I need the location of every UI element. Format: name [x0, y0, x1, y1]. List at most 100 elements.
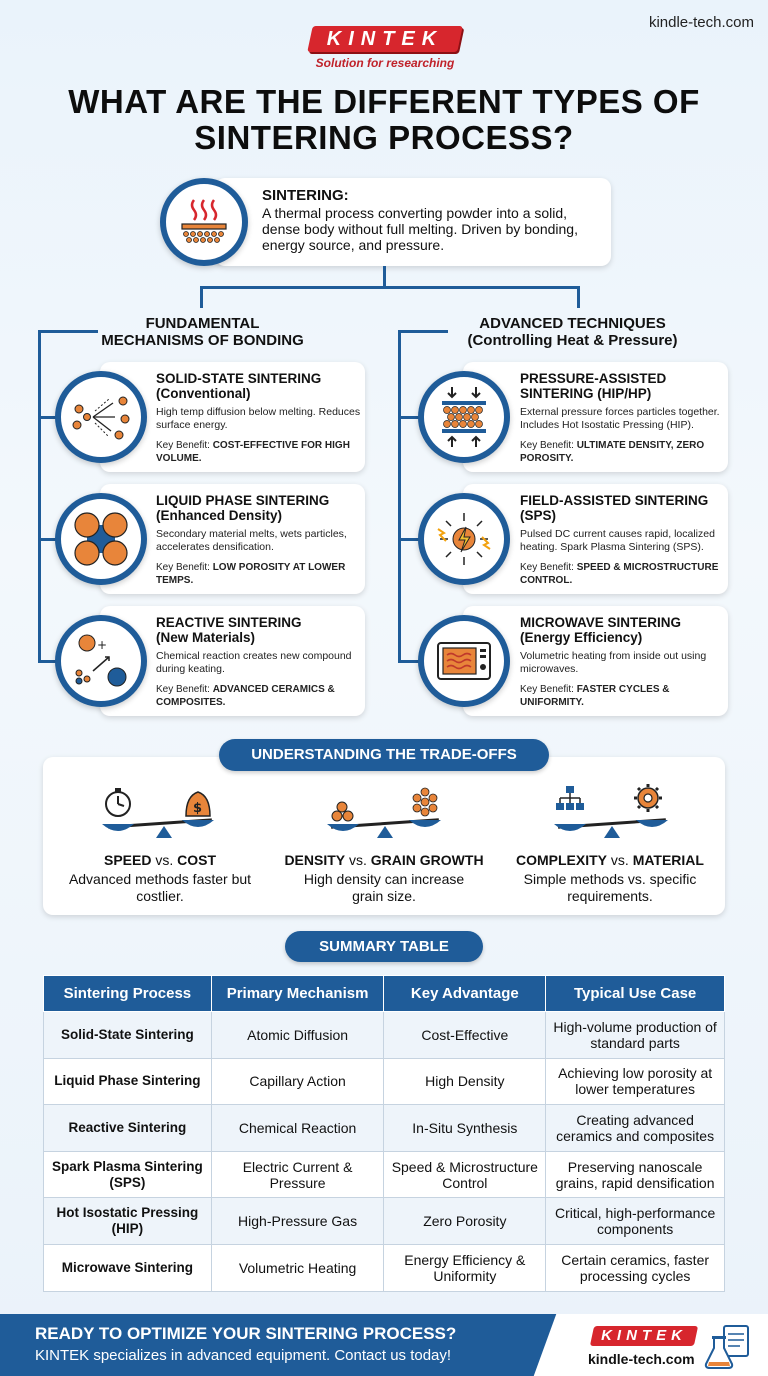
table-cell: Cost-Effective — [383, 1011, 547, 1059]
table-row: Solid-State Sintering Atomic Diffusion C… — [43, 1011, 725, 1059]
summary-table: Sintering Process Primary Mechanism Key … — [43, 975, 725, 1292]
table-cell: Zero Porosity — [383, 1197, 547, 1245]
page-title: WHAT ARE THE DIFFERENT TYPES OF SINTERIN… — [68, 83, 700, 156]
card-description: Volumetric heating from inside out using… — [520, 650, 707, 675]
hero-description: A thermal process converting powder into… — [262, 205, 578, 253]
tradeoff-heading: SPEED vs. COST — [60, 852, 260, 868]
card-title-sub: (New Materials) — [156, 630, 256, 645]
hero-card — [215, 178, 611, 266]
tradeoff-heading: COMPLEXITY vs. MATERIAL — [505, 852, 715, 868]
card-title-main: REACTIVE SINTERING — [156, 615, 302, 630]
tree-connector — [38, 538, 60, 541]
tradeoff-left: COMPLEXITY — [516, 852, 608, 868]
right-heading-line2: (Controlling Heat & Pressure) — [467, 332, 678, 349]
table-cell: Critical, high-performance components — [545, 1197, 725, 1245]
tradeoff-right: COST — [177, 852, 217, 868]
tree-connector — [398, 416, 420, 419]
pressure-press-icon — [418, 371, 510, 463]
left-heading-line1: FUNDAMENTAL — [145, 315, 260, 332]
tradeoff-description: High density can increase grain size. — [303, 871, 465, 904]
svg-text:$: $ — [193, 801, 202, 816]
tradeoff-right: GRAIN GROWTH — [370, 852, 484, 868]
benefit-value: ADVANCED CERAMICS & COMPOSITES. — [156, 684, 335, 708]
footer-subtext: KINTEK specializes in advanced equipment… — [35, 1347, 452, 1364]
benefit-value: SPEED & MICROSTRUCTURE CONTROL. — [520, 562, 719, 586]
column-header: Sintering Process — [43, 975, 212, 1012]
logo-text: KINTEK — [326, 28, 444, 50]
card-description: Pulsed DC current causes rapid, localize… — [520, 528, 715, 553]
grain-scale-icon — [325, 778, 445, 848]
table-cell: Capillary Action — [210, 1057, 385, 1106]
table-cell: Atomic Diffusion — [210, 1011, 385, 1059]
benefit-label: Key Benefit: — [156, 562, 213, 573]
hierarchy-gear-scale-icon — [552, 778, 672, 848]
card-title: FIELD-ASSISTED SINTERING (SPS) — [520, 493, 725, 523]
benefit-value: COST-EFFECTIVE FOR HIGH VOLUME. — [156, 440, 350, 464]
table-cell: Certain ceramics, faster processing cycl… — [545, 1243, 725, 1292]
tree-connector — [38, 416, 60, 419]
card-description: High temp diffusion below melting. Reduc… — [156, 406, 361, 431]
card-title: MICROWAVE SINTERING (Energy Efficiency) — [520, 615, 725, 645]
tree-connector — [398, 330, 448, 333]
tradeoff-vs: vs. — [607, 852, 633, 868]
tradeoff-vs: vs. — [151, 852, 178, 868]
card-title-sub: SINTERING (HIP/HP) — [520, 386, 652, 401]
card-benefit: Key Benefit: LOW POROSITY AT LOWER TEMPS… — [156, 562, 361, 587]
table-row: Liquid Phase Sintering Capillary Action … — [43, 1057, 725, 1106]
left-heading-line2: MECHANISMS OF BONDING — [101, 332, 304, 349]
tree-connector — [38, 330, 41, 660]
tradeoff-left: SPEED — [103, 852, 152, 868]
tree-connector — [398, 538, 420, 541]
table-row: Hot Isostatic Pressing (HIP) High-Pressu… — [43, 1197, 725, 1245]
summary-pill: SUMMARY TABLE — [285, 931, 483, 962]
benefit-label: Key Benefit: — [156, 684, 213, 695]
logo-tagline: Solution for researching — [315, 56, 455, 70]
card-description: Chemical reaction creates new compound d… — [156, 650, 352, 675]
card-title-sub: (Conventional) — [156, 386, 251, 401]
table-cell: Energy Efficiency & Uniformity — [383, 1243, 547, 1292]
table-row: Reactive Sintering Chemical Reaction In-… — [43, 1104, 725, 1152]
lab-flask-icon — [704, 1324, 754, 1370]
tradeoffs-pill: UNDERSTANDING THE TRADE-OFFS — [219, 739, 549, 771]
tree-connector — [398, 660, 420, 663]
table-cell: Reactive Sintering — [43, 1104, 212, 1152]
footer-url[interactable]: kindle-tech.com — [588, 1351, 695, 1367]
table-row: Spark Plasma Sintering (SPS) Electric Cu… — [43, 1150, 725, 1199]
benefit-value: ULTIMATE DENSITY, ZERO POROSITY. — [520, 440, 705, 464]
footer-cta[interactable]: READY TO OPTIMIZE YOUR SINTERING PROCESS… — [35, 1324, 457, 1343]
svg-text:+: + — [97, 638, 107, 652]
card-title-sub: (Energy Efficiency) — [520, 630, 643, 645]
card-title-sub: (Enhanced Density) — [156, 508, 283, 523]
tree-connector — [38, 330, 98, 333]
liquid-bridge-icon — [55, 493, 147, 585]
card-title-main: MICROWAVE SINTERING — [520, 615, 682, 630]
benefit-label: Key Benefit: — [156, 440, 213, 451]
tree-connector — [38, 660, 60, 663]
tradeoff-left: DENSITY — [284, 852, 346, 868]
heated-powder-icon — [160, 178, 248, 266]
benefit-label: Key Benefit: — [520, 562, 577, 573]
right-column-heading: ADVANCED TECHNIQUES (Controlling Heat & … — [440, 315, 705, 349]
card-title-sub: (SPS) — [520, 508, 557, 523]
site-url[interactable]: kindle-tech.com — [648, 14, 754, 31]
particle-diffusion-icon — [55, 371, 147, 463]
card-benefit: Key Benefit: ADVANCED CERAMICS & COMPOSI… — [156, 684, 361, 709]
table-cell: Electric Current & Pressure — [210, 1150, 385, 1199]
stopwatch-money-scale-icon: $ — [98, 778, 218, 848]
tree-connector — [577, 286, 580, 308]
card-description: Secondary material melts, wets particles… — [156, 528, 347, 553]
card-title-main: LIQUID PHASE SINTERING — [156, 493, 330, 508]
table-row: Microwave Sintering Volumetric Heating E… — [43, 1243, 725, 1292]
footer-logo-text: KINTEK — [601, 1327, 687, 1344]
table-cell: Volumetric Heating — [210, 1243, 385, 1292]
chemical-reaction-icon: + — [55, 615, 147, 707]
table-cell: High-volume production of standard parts — [545, 1011, 725, 1059]
table-cell: Microwave Sintering — [43, 1243, 212, 1292]
column-header: Primary Mechanism — [210, 975, 385, 1012]
table-cell: Preserving nanoscale grains, rapid densi… — [545, 1150, 725, 1199]
table-cell: High-Pressure Gas — [210, 1197, 385, 1245]
table-cell: Liquid Phase Sintering — [43, 1057, 212, 1106]
card-benefit: Key Benefit: ULTIMATE DENSITY, ZERO PORO… — [520, 440, 725, 465]
table-header-row: Sintering Process Primary Mechanism Key … — [43, 975, 725, 1012]
tradeoff-description: Advanced methods faster but costlier. — [68, 871, 252, 904]
